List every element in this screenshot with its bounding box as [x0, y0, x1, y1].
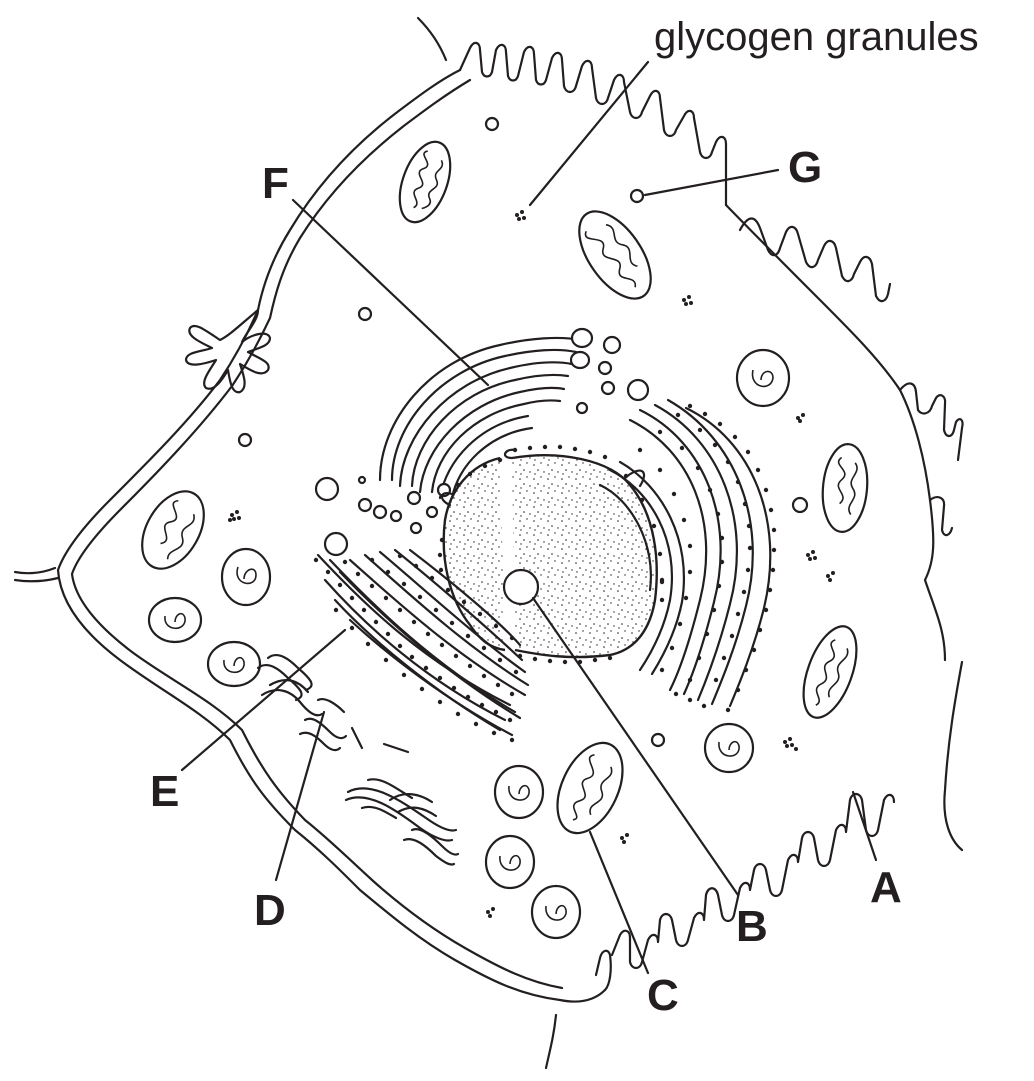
mitochondrion-cross [484, 834, 536, 890]
glycogen-cluster [620, 833, 629, 844]
mitochondrion [578, 210, 652, 300]
label-G: G [788, 143, 822, 192]
glycogen-cluster [826, 571, 835, 582]
mitochondria [141, 140, 869, 940]
glycogen-cluster [783, 737, 798, 751]
glycogen-cluster [486, 907, 495, 918]
vesicles [237, 116, 809, 748]
mitochondrion [398, 140, 452, 224]
mitochondrion-cross [493, 764, 545, 820]
glycogen-granule-clusters [228, 210, 835, 918]
centrioles [256, 653, 460, 866]
label-glycogen-granules: glycogen granules [654, 15, 979, 59]
leader-E [180, 628, 347, 772]
mitochondrion [141, 490, 205, 570]
leader-glycogen [528, 60, 650, 207]
leader-F [291, 198, 490, 387]
glycogen-cluster [806, 550, 817, 561]
plasma-membrane [56, 68, 947, 1003]
label-F: F [262, 159, 289, 208]
leader-G [643, 168, 780, 197]
leader-C [588, 830, 650, 975]
rough-er-right [598, 398, 777, 713]
label-A: A [870, 863, 902, 912]
labels: glycogen granules G F E D C B A [150, 15, 979, 1020]
leader-D [274, 710, 326, 882]
mitochondrion [821, 443, 869, 533]
label-D: D [254, 886, 286, 935]
mitochondrion-cross [206, 640, 262, 688]
microvilli [458, 41, 964, 992]
rough-er-left [313, 548, 530, 743]
mitochondrion [802, 625, 858, 719]
glycogen-cluster [796, 413, 805, 423]
mitochondrion-cross [735, 348, 791, 408]
leader-B [531, 596, 740, 897]
mitochondrion-cross [147, 596, 203, 644]
rough-er-left-ribosomes [313, 553, 519, 743]
label-E: E [150, 767, 179, 816]
mitochondrion [556, 741, 624, 835]
mitochondrion-cross [703, 722, 755, 774]
neighbor-cell-lines [13, 16, 964, 1070]
mitochondrion-cross [220, 547, 272, 607]
glycogen-cluster [515, 210, 526, 221]
label-C: C [647, 971, 679, 1020]
leader-lines [180, 60, 878, 975]
glycogen-cluster [682, 295, 693, 306]
cell-junction [184, 308, 272, 394]
mitochondrion-cross [530, 884, 582, 940]
glycogen-cluster [228, 510, 241, 522]
rough-er-right-ribosomes [623, 403, 777, 713]
leader-A [851, 790, 878, 862]
golgi-apparatus [314, 327, 650, 557]
label-B: B [736, 902, 768, 951]
